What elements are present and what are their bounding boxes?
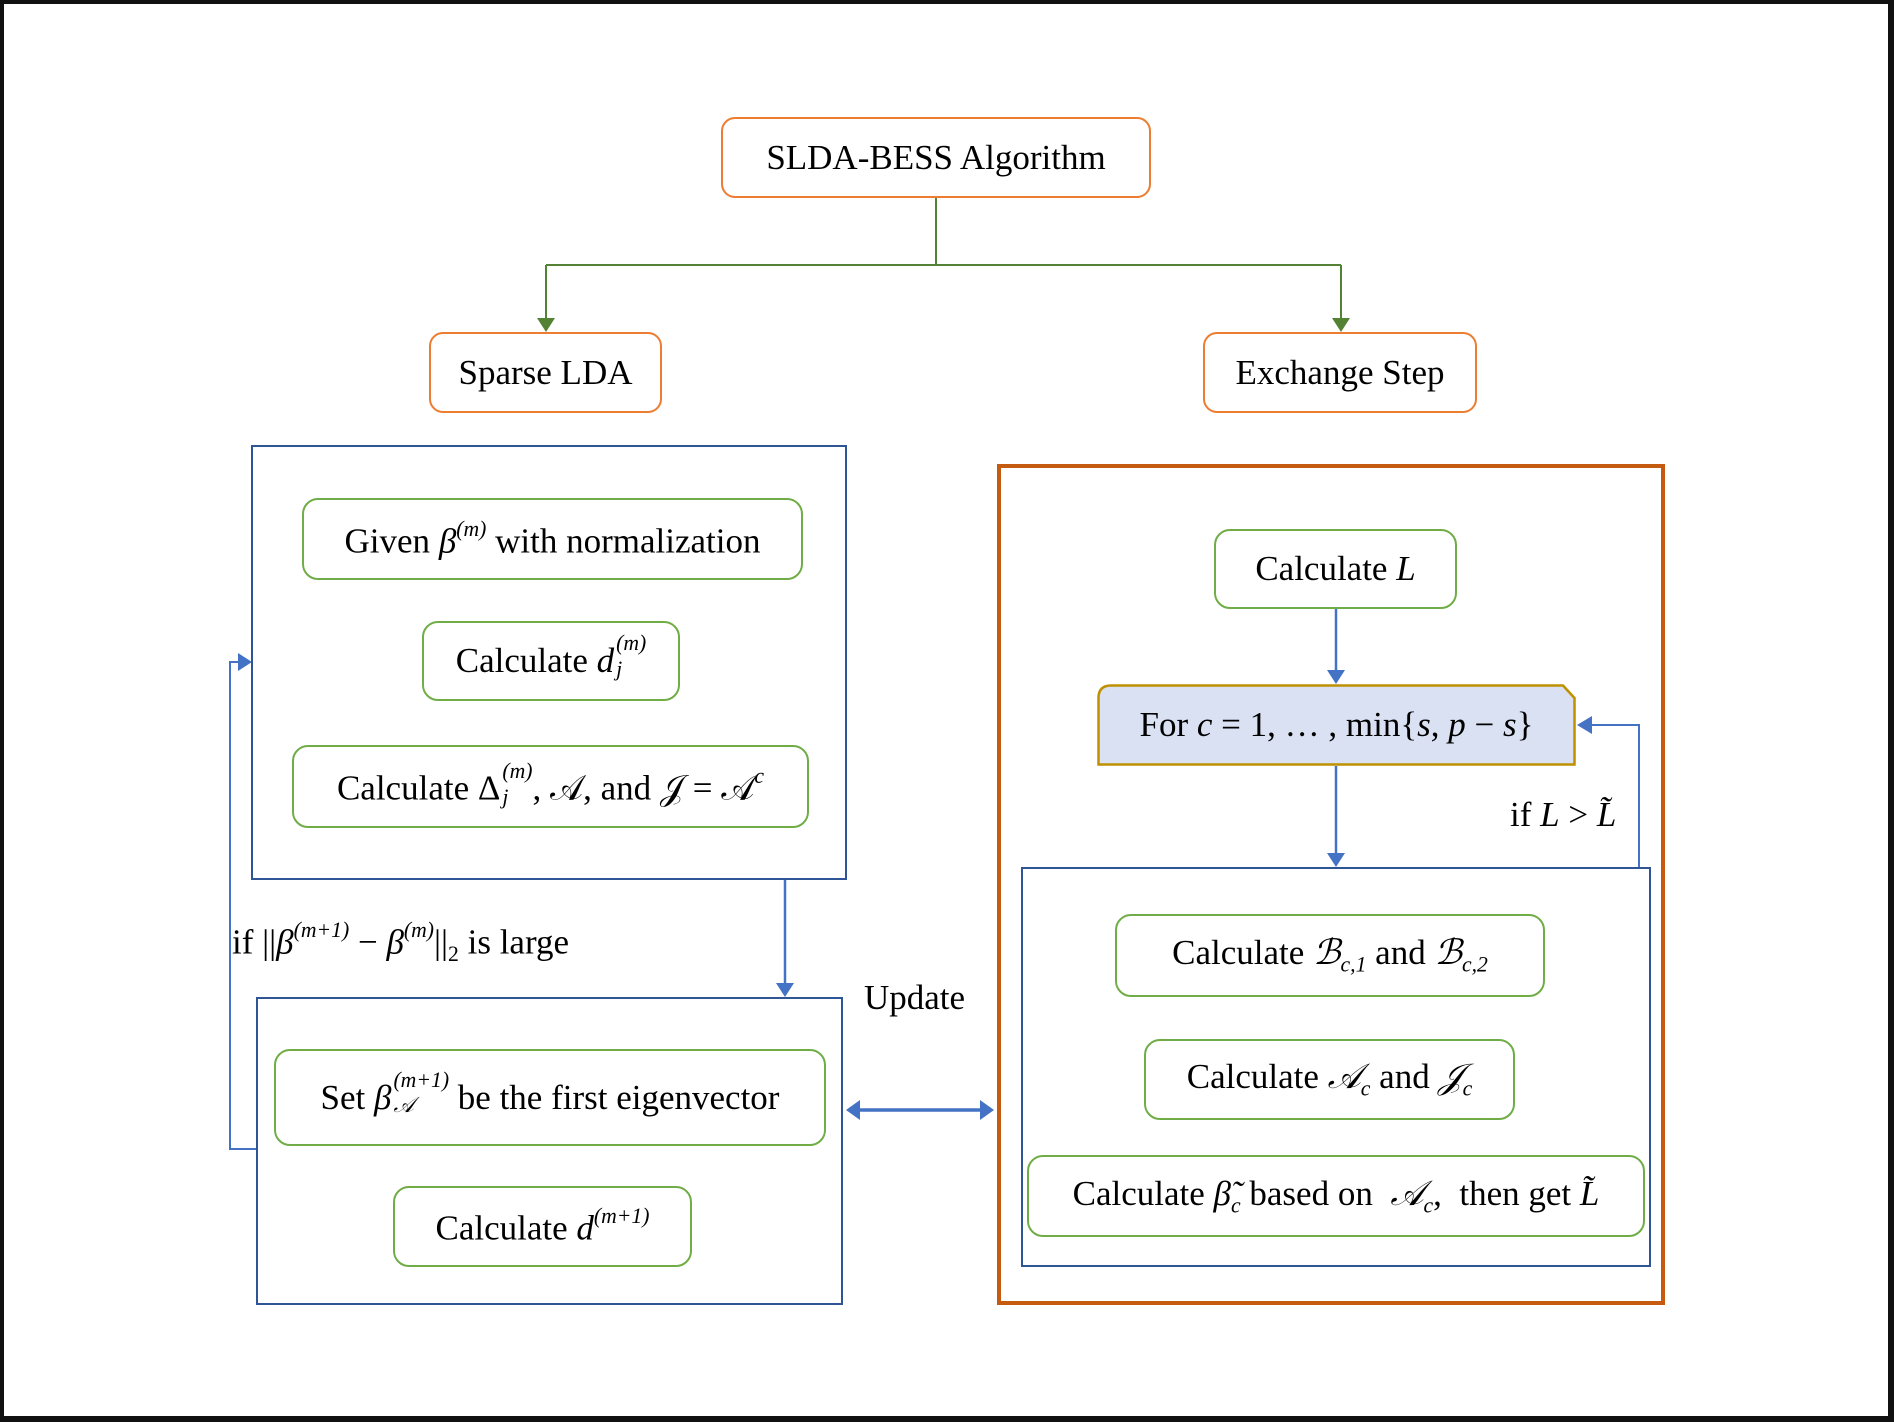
update-label: Update (864, 978, 966, 1017)
arrowhead-calc-l-to-loop (1327, 670, 1345, 684)
step-calc-dj: Calculate d(m)j (422, 621, 680, 701)
title-node: SLDA-BESS Algorithm (721, 117, 1151, 198)
arrowhead-to-exchange-step (1332, 318, 1350, 332)
exchange-loop-node: For c = 1, … , min{s, p − s} (1097, 684, 1576, 766)
step-calc-b: Calculate ℬc,1 and ℬc,2 (1115, 914, 1545, 997)
sparse-lda-panel-1 (251, 445, 847, 880)
sparse-lda-label: Sparse LDA (458, 352, 633, 392)
arrowhead-to-sparse-lda (537, 318, 555, 332)
step-calc-l-text: Calculate L (1255, 549, 1416, 588)
step-set-beta-text: Set β(m+1)𝒜 be the first eigenvector (320, 1067, 780, 1118)
step-calc-d-next-text: Calculate d(m+1) (435, 1204, 650, 1248)
sparse-lda-panel-2 (256, 997, 843, 1305)
step-calc-d-next: Calculate d(m+1) (393, 1186, 692, 1267)
step-calc-ac-text: Calculate 𝒜c and 𝒥c (1186, 1057, 1473, 1101)
step-calc-delta: Calculate Δ(m)j, 𝒜, and 𝒥 = 𝒜c (292, 745, 809, 828)
step-calc-l: Calculate L (1214, 529, 1457, 609)
step-given-beta: Given β(m) with normalization (302, 498, 803, 580)
update-arrowhead-right (980, 1100, 994, 1120)
step-set-beta: Set β(m+1)𝒜 be the first eigenvector (274, 1049, 826, 1146)
exchange-loop-back-line (1590, 724, 1640, 867)
title-text: SLDA-BESS Algorithm (766, 137, 1106, 177)
loop-back-line (229, 661, 256, 1150)
loop-node-text: For c = 1, … , min{s, p − s} (1139, 705, 1534, 744)
step-given-beta-text: Given β(m) with normalization (344, 516, 761, 561)
update-arrowhead-left (846, 1100, 860, 1120)
step-calc-ac: Calculate 𝒜c and 𝒥c (1144, 1039, 1515, 1120)
loop-back-arrowhead (238, 653, 252, 671)
exchange-step-node: Exchange Step (1203, 332, 1477, 413)
loop-node-shape (1097, 684, 1576, 766)
exchange-loop-condition: if L > L̃ (1510, 795, 1617, 834)
step-calc-b-text: Calculate ℬc,1 and ℬc,2 (1172, 933, 1488, 977)
exchange-step-panel (997, 464, 1665, 1305)
sparse-lda-node: Sparse LDA (429, 332, 662, 413)
step-calc-beta-tilde-text: Calculate β̃c based on 𝒜c, then get L̃ (1072, 1173, 1600, 1218)
step-calc-delta-text: Calculate Δ(m)j, 𝒜, and 𝒥 = 𝒜c (336, 758, 765, 809)
tree-connector (545, 198, 1342, 320)
exchange-loop-back-arrowhead (1577, 716, 1592, 734)
arrowhead-panel-down (776, 983, 794, 997)
step-calc-dj-text: Calculate d(m)j (455, 631, 647, 681)
arrowhead-loop-to-body (1327, 853, 1345, 867)
sparse-lda-loop-condition: if ||β(m+1) − β(m)||2 is large (232, 918, 570, 966)
exchange-loop-body-panel (1021, 867, 1651, 1267)
exchange-step-label: Exchange Step (1235, 352, 1445, 392)
step-calc-beta-tilde: Calculate β̃c based on 𝒜c, then get L̃ (1027, 1155, 1645, 1237)
